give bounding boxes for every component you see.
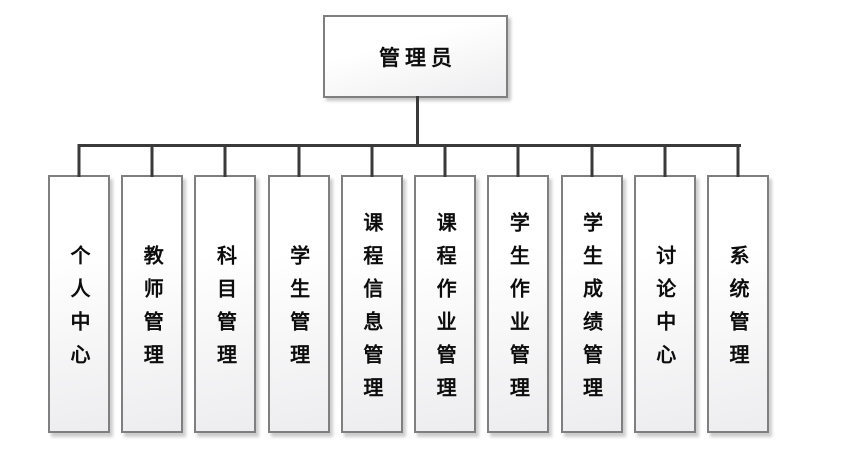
connector-drop xyxy=(590,144,594,177)
node-label: 个人中心 xyxy=(67,244,91,377)
org-children-row: 个人中心 教师管理 科目管理 学生管理 课程信息管理 课程作业管理 学生作业管理 xyxy=(48,144,769,433)
connector-rail xyxy=(78,144,741,147)
connector-drop xyxy=(150,144,154,177)
node-label: 科目管理 xyxy=(213,244,238,377)
connector-drop xyxy=(516,144,520,177)
node-system-management: 系统管理 xyxy=(706,144,769,433)
node-course-info-management: 课程信息管理 xyxy=(340,144,403,433)
node-label: 学生作业管理 xyxy=(506,211,531,410)
node-teacher-management: 教师管理 xyxy=(121,144,184,433)
node-course-homework-management: 课程作业管理 xyxy=(414,144,477,433)
connector-drop xyxy=(370,144,374,177)
connector-drop xyxy=(223,144,227,177)
node-student-grade-management: 学生成绩管理 xyxy=(560,144,623,433)
node-student-homework-management: 学生作业管理 xyxy=(487,144,550,433)
node-subject-management: 科目管理 xyxy=(194,144,257,433)
connector-drop xyxy=(297,144,301,177)
node-label: 讨论中心 xyxy=(652,244,677,377)
connector-stem xyxy=(416,96,419,146)
node-personal-center: 个人中心 xyxy=(48,144,110,433)
node-label: 教师管理 xyxy=(140,244,165,377)
node-label: 学生成绩管理 xyxy=(579,211,604,410)
node-label: 学生管理 xyxy=(286,244,311,377)
node-discussion-center: 讨论中心 xyxy=(633,144,696,433)
org-root-label: 管理员 xyxy=(379,45,457,70)
node-label: 课程信息管理 xyxy=(359,211,384,410)
node-label: 系统管理 xyxy=(725,244,750,377)
node-student-management: 学生管理 xyxy=(267,144,330,433)
node-label: 课程作业管理 xyxy=(433,211,458,410)
connector-drop xyxy=(663,144,667,177)
connector-drop xyxy=(443,144,447,177)
connector-drop xyxy=(736,144,740,177)
org-root-node: 管理员 xyxy=(323,15,508,98)
connector-drop xyxy=(77,144,81,177)
